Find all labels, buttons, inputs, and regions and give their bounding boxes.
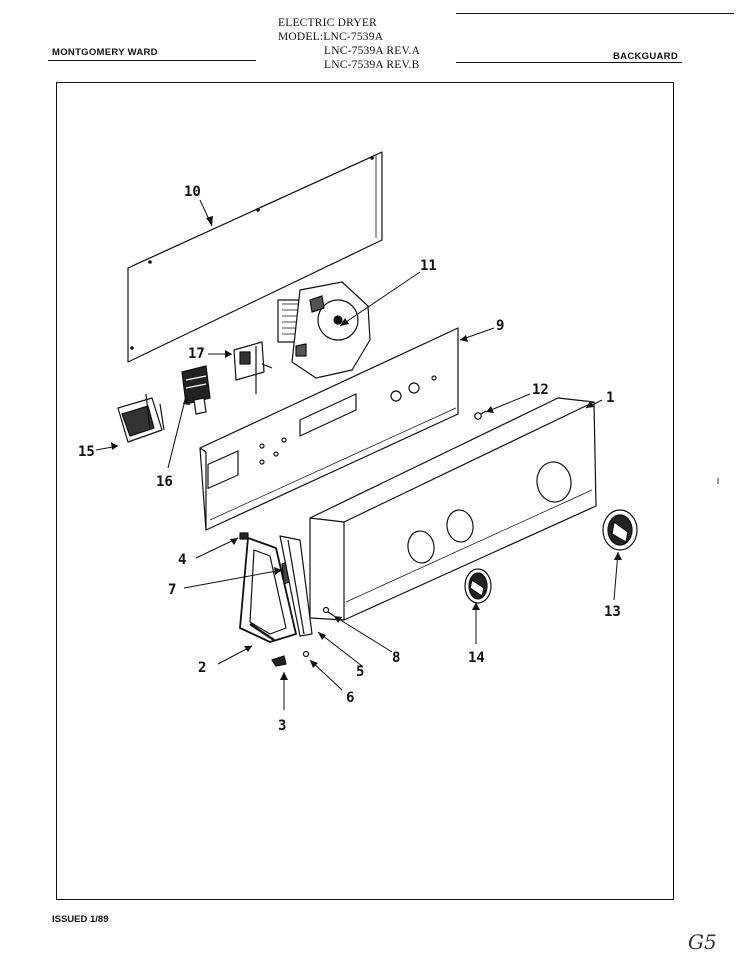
page-mark: G5 (688, 930, 717, 954)
part-9-control-panel (199, 327, 459, 531)
part-10-rear-panel (127, 151, 383, 363)
section-title: BACKGUARD (613, 51, 678, 62)
callout-13: 13 (604, 604, 621, 620)
part-14-knob (464, 568, 492, 604)
part-3-clip (271, 655, 287, 667)
callout-10: 10 (184, 184, 201, 200)
callout-7: 7 (168, 582, 176, 598)
part-15-component (117, 393, 165, 443)
issued-date: ISSUED 1/89 (52, 914, 109, 925)
diagram-frame (56, 82, 674, 900)
part-4-clip (239, 532, 249, 540)
header-rule-left (48, 60, 256, 61)
part-13-knob (602, 509, 638, 551)
model-line-2: LNC-7539A REV.A (324, 45, 421, 57)
part-8-screw (322, 606, 335, 617)
callout-6: 6 (346, 690, 354, 706)
model-line-1: MODEL:LNC-7539A (278, 31, 384, 43)
title-block: ELECTRIC DRYER MODEL:LNC-7539A LNC-7539A… (278, 16, 420, 72)
callout-4: 4 (178, 552, 186, 568)
callout-1: 1 (606, 390, 614, 406)
part-1-console (309, 397, 597, 621)
arrowheads (111, 216, 622, 680)
part-12-screw (474, 410, 487, 420)
callout-14: 14 (468, 650, 485, 666)
part-11-timer (277, 281, 371, 379)
part-6-screw (302, 650, 310, 658)
callout-5: 5 (356, 664, 364, 680)
part-16-switch (181, 365, 211, 415)
part-2-end-cap (239, 537, 297, 643)
callout-9: 9 (496, 318, 504, 334)
part-17-switch (233, 341, 273, 394)
model-line-3: LNC-7539A REV.B (324, 59, 420, 71)
callout-15: 15 (78, 444, 95, 460)
callout-12: 12 (532, 382, 549, 398)
callout-2: 2 (198, 660, 206, 676)
product-name: ELECTRIC DRYER (278, 17, 377, 29)
header-rule-right-lower (456, 62, 682, 63)
callout-16: 16 (156, 474, 173, 490)
callout-8: 8 (392, 650, 400, 666)
callout-17: 17 (188, 346, 205, 362)
callout-3: 3 (278, 718, 286, 734)
part-5-trim (279, 535, 313, 637)
brand-label: MONTGOMERY WARD (52, 47, 158, 58)
header-rule-right (456, 13, 734, 14)
callout-11: 11 (420, 258, 437, 274)
